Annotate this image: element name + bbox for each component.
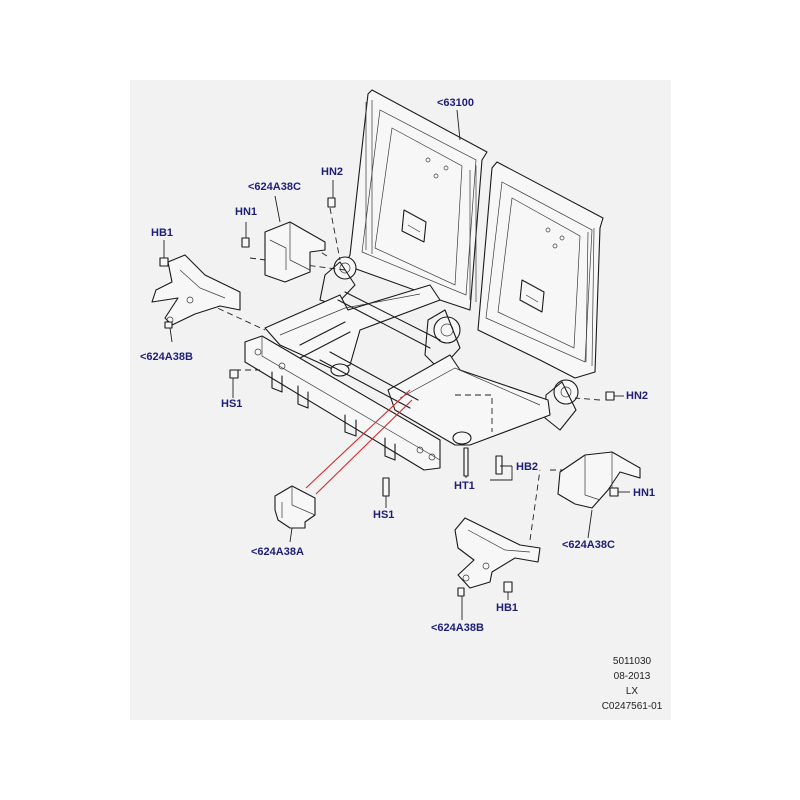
callout-hs1-bottom: HS1 [373,509,395,521]
callout-624a38c-top: <624A38C [248,181,301,193]
seat-base-rail [244,335,441,471]
bracket-624A38B-left [151,254,241,326]
red-guide-line-2 [315,399,413,495]
reference-line-3: LX [625,686,639,697]
right-hinge [553,379,579,405]
callout-624a38b-left: <624A38B [140,351,193,363]
red-guide-line-1 [305,389,411,489]
callout-624a38a: <624A38A [251,546,304,558]
leader-lines [163,109,630,620]
callout-hn2-right: HN2 [626,390,649,402]
callout-ht1: HT1 [454,480,475,492]
bracket-624A38C-top [264,221,326,283]
bracket-624A38C-right [557,451,641,509]
reference-line-2: 08-2013 [613,671,651,682]
callout-hb1-left: HB1 [151,227,174,239]
bracket-624A38A [274,485,316,529]
left-cushion-arm [264,284,441,371]
left-hinge [333,256,357,280]
reference-line-4: C0247561-01 [601,701,663,712]
right-backrest-panel [477,161,604,379]
callout-63100: <63100 [437,97,475,109]
callout-hb1-bottom: HB1 [496,602,519,614]
callout-624a38b-bottom: <624A38B [431,622,484,634]
right-cushion-arm [387,354,551,446]
bracket-624A38B-bottom [454,517,541,589]
reference-line-1: 5011030 [612,656,652,667]
callout-hn1-top: HN1 [235,206,258,218]
seat-back-assembly [319,89,604,431]
center-hinge [433,316,461,344]
seat-cushion-frame [264,284,551,446]
callout-hn1-right: HN1 [633,487,656,499]
callout-hn2-top: HN2 [321,166,344,178]
callout-hs1-left: HS1 [221,398,243,410]
callout-624a38c-right: <624A38C [562,539,615,551]
callout-hb2: HB2 [516,461,539,473]
